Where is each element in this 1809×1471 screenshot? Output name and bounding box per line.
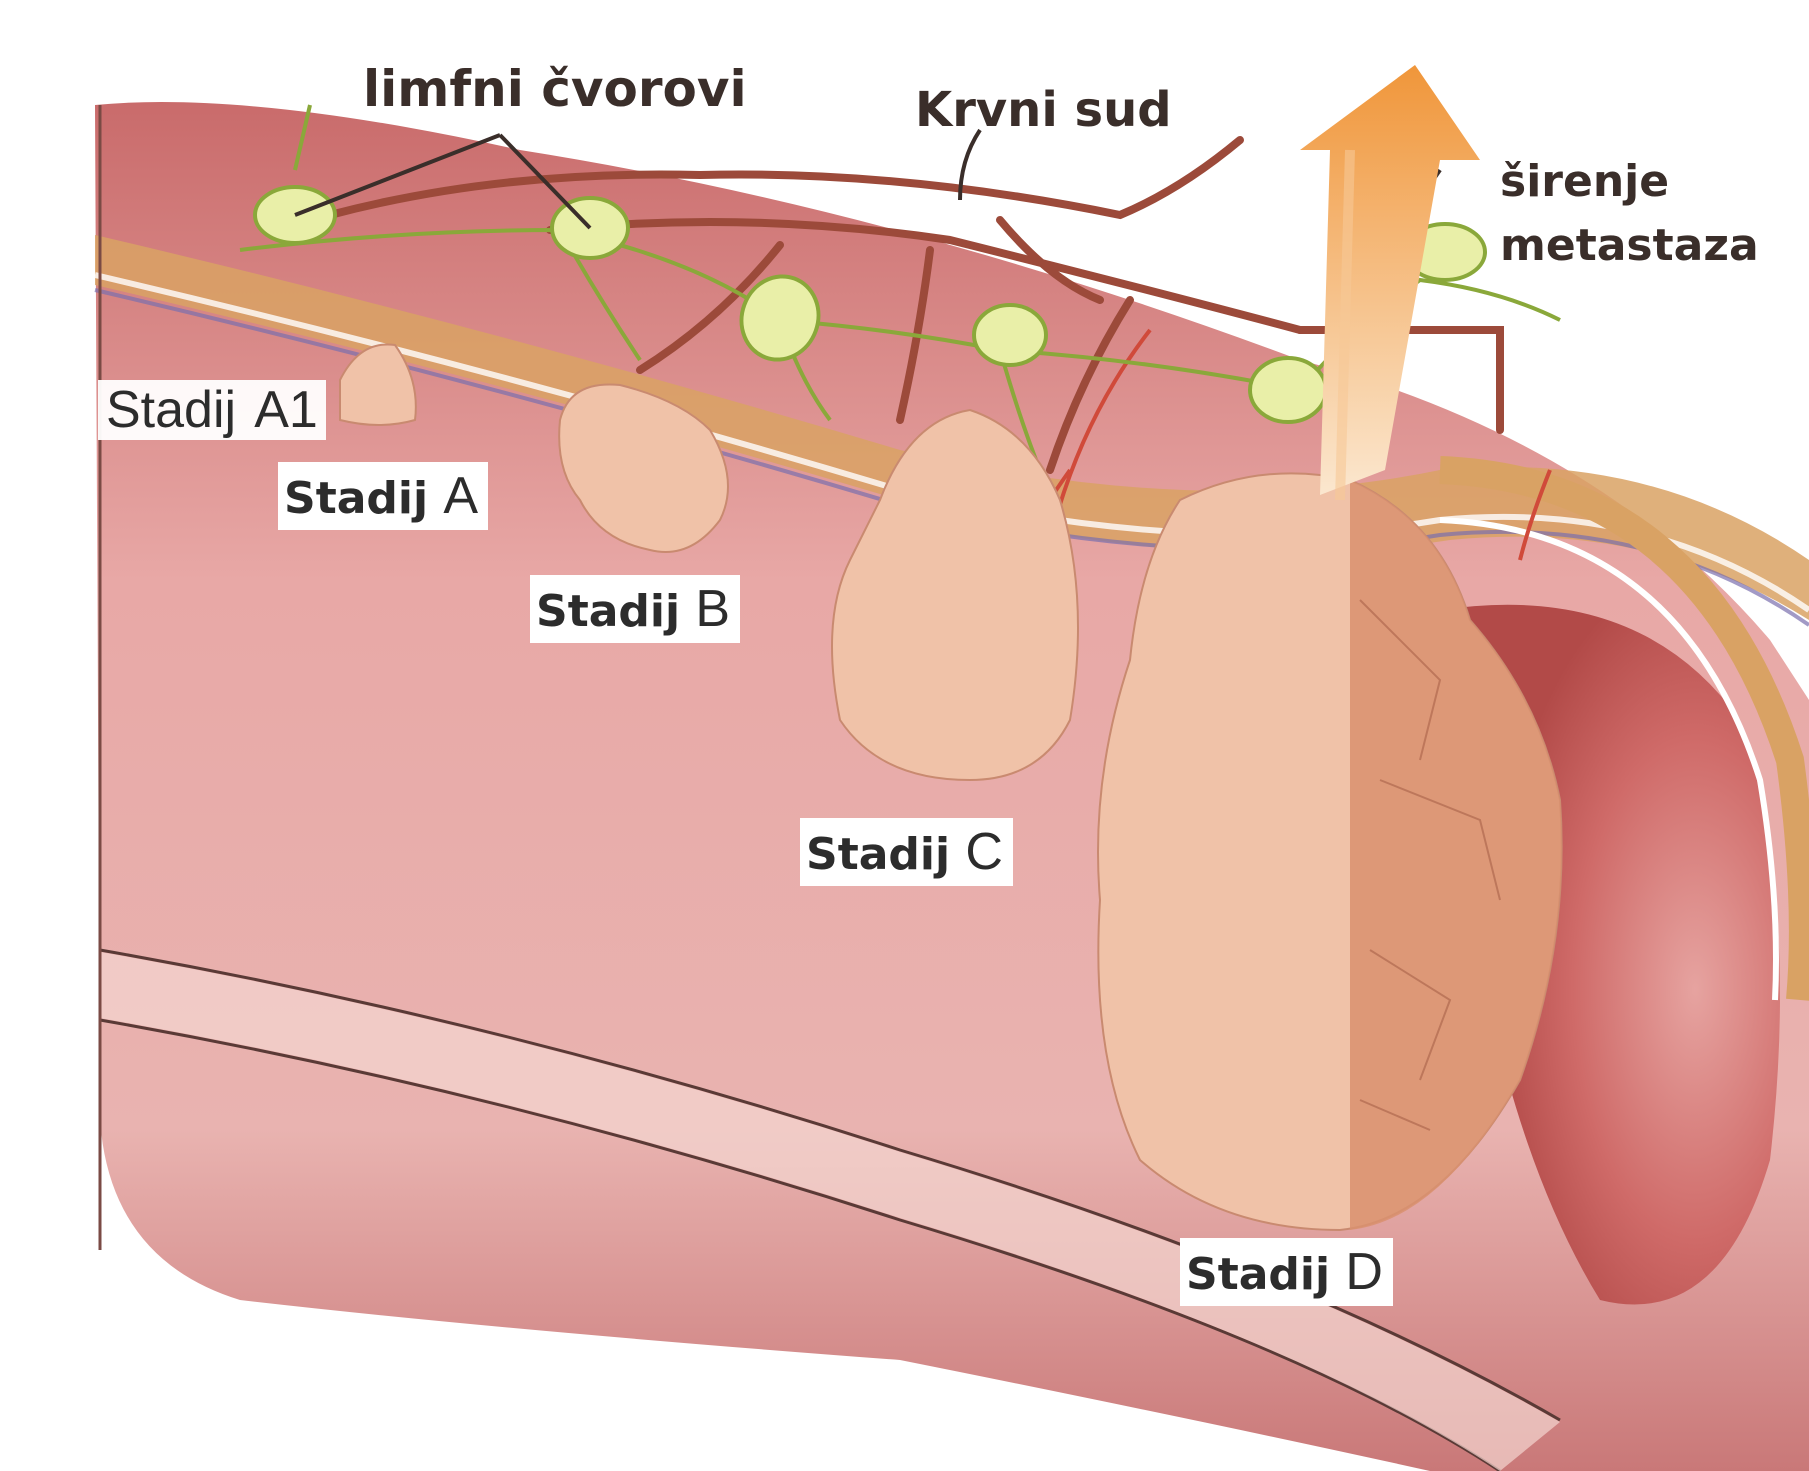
blood-vessel-label: Krvni sud — [915, 86, 1172, 134]
stage-a1-word: Stadij — [106, 381, 236, 439]
stage-d-label: Stadij D — [1180, 1238, 1393, 1306]
stage-c-word: Stadij — [806, 829, 950, 880]
stage-d-letter: D — [1345, 1243, 1383, 1301]
stage-a1-letter: A1 — [254, 381, 318, 439]
stage-a1-label: Stadij A1 — [98, 380, 326, 440]
stage-a-letter: A — [443, 467, 478, 525]
stage-d-word: Stadij — [1186, 1249, 1330, 1300]
stage-c-label: Stadij C — [800, 818, 1013, 886]
stage-a-word: Stadij — [284, 473, 428, 524]
stage-b-word: Stadij — [536, 586, 680, 637]
stage-c-letter: C — [965, 823, 1003, 881]
metastasis-label-line2: metastaza — [1500, 224, 1759, 268]
stage-b-label: Stadij B — [530, 575, 740, 643]
stage-b-letter: B — [695, 580, 730, 638]
stage-a-label: Stadij A — [278, 462, 488, 530]
lymph-nodes-label: limfni čvorovi — [363, 64, 747, 114]
metastasis-label-line1: širenje — [1500, 160, 1669, 204]
